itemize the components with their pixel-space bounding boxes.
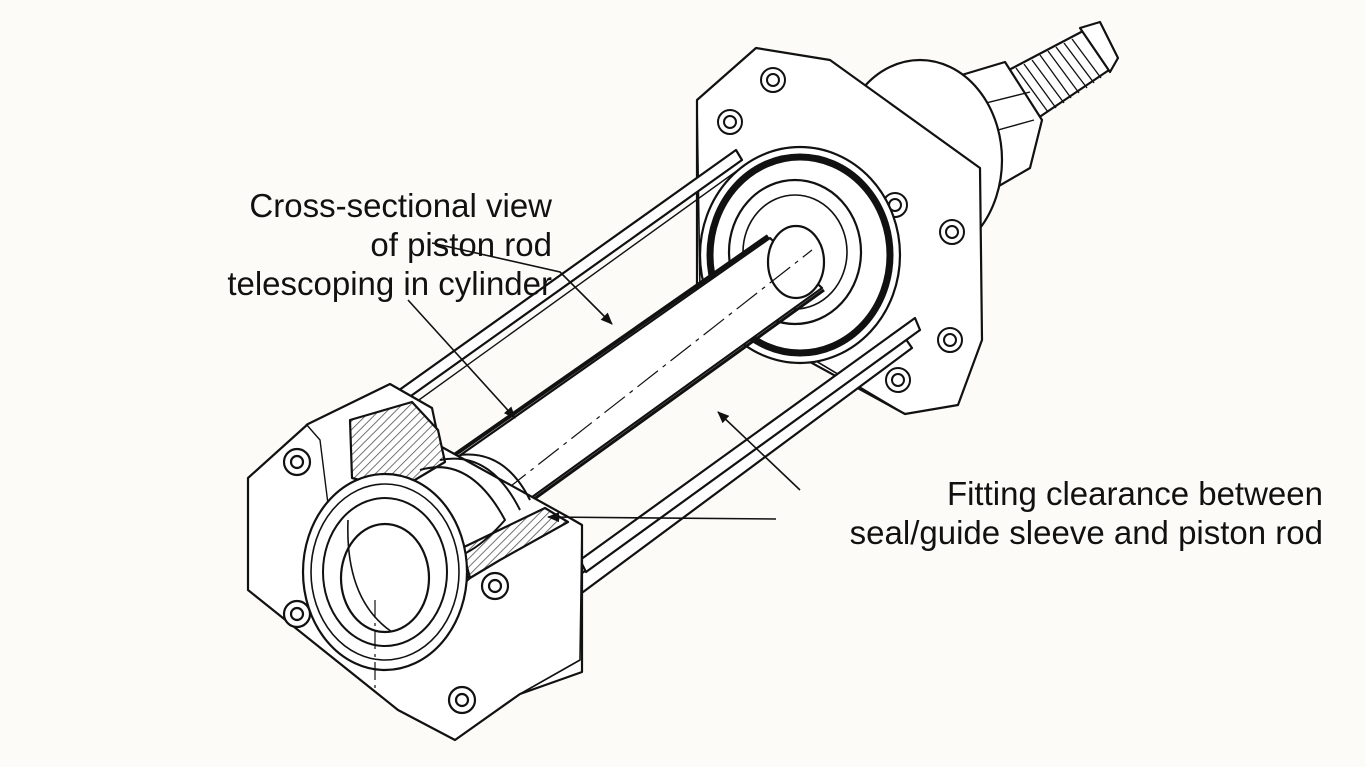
callout-rod-section-line-1: Cross-sectional view	[249, 187, 552, 224]
callout-clearance-line-2: seal/guide sleeve and piston rod	[849, 514, 1323, 551]
leader-lines	[407, 242, 801, 523]
piston-rod	[339, 224, 826, 621]
front-end-cap	[246, 382, 584, 742]
callout-rod-section: Cross-sectional view of piston rod teles…	[0, 186, 552, 303]
leader-arrow-rod-section-1	[431, 242, 613, 325]
leader-arrow-rod-section-2	[407, 299, 516, 419]
leader-arrow-clearance-2	[547, 512, 777, 523]
callout-rod-section-line-3: telescoping in cylinder	[227, 265, 552, 302]
leader-arrow-clearance-1	[717, 411, 801, 491]
callout-clearance-line-1: Fitting clearance between	[946, 475, 1323, 512]
callout-rod-section-line-2: of piston rod	[370, 226, 552, 263]
callout-fitting-clearance: Fitting clearance between seal/guide sle…	[778, 474, 1323, 552]
seal-guide-sleeve-section	[348, 400, 447, 492]
tie-rods	[386, 148, 922, 600]
